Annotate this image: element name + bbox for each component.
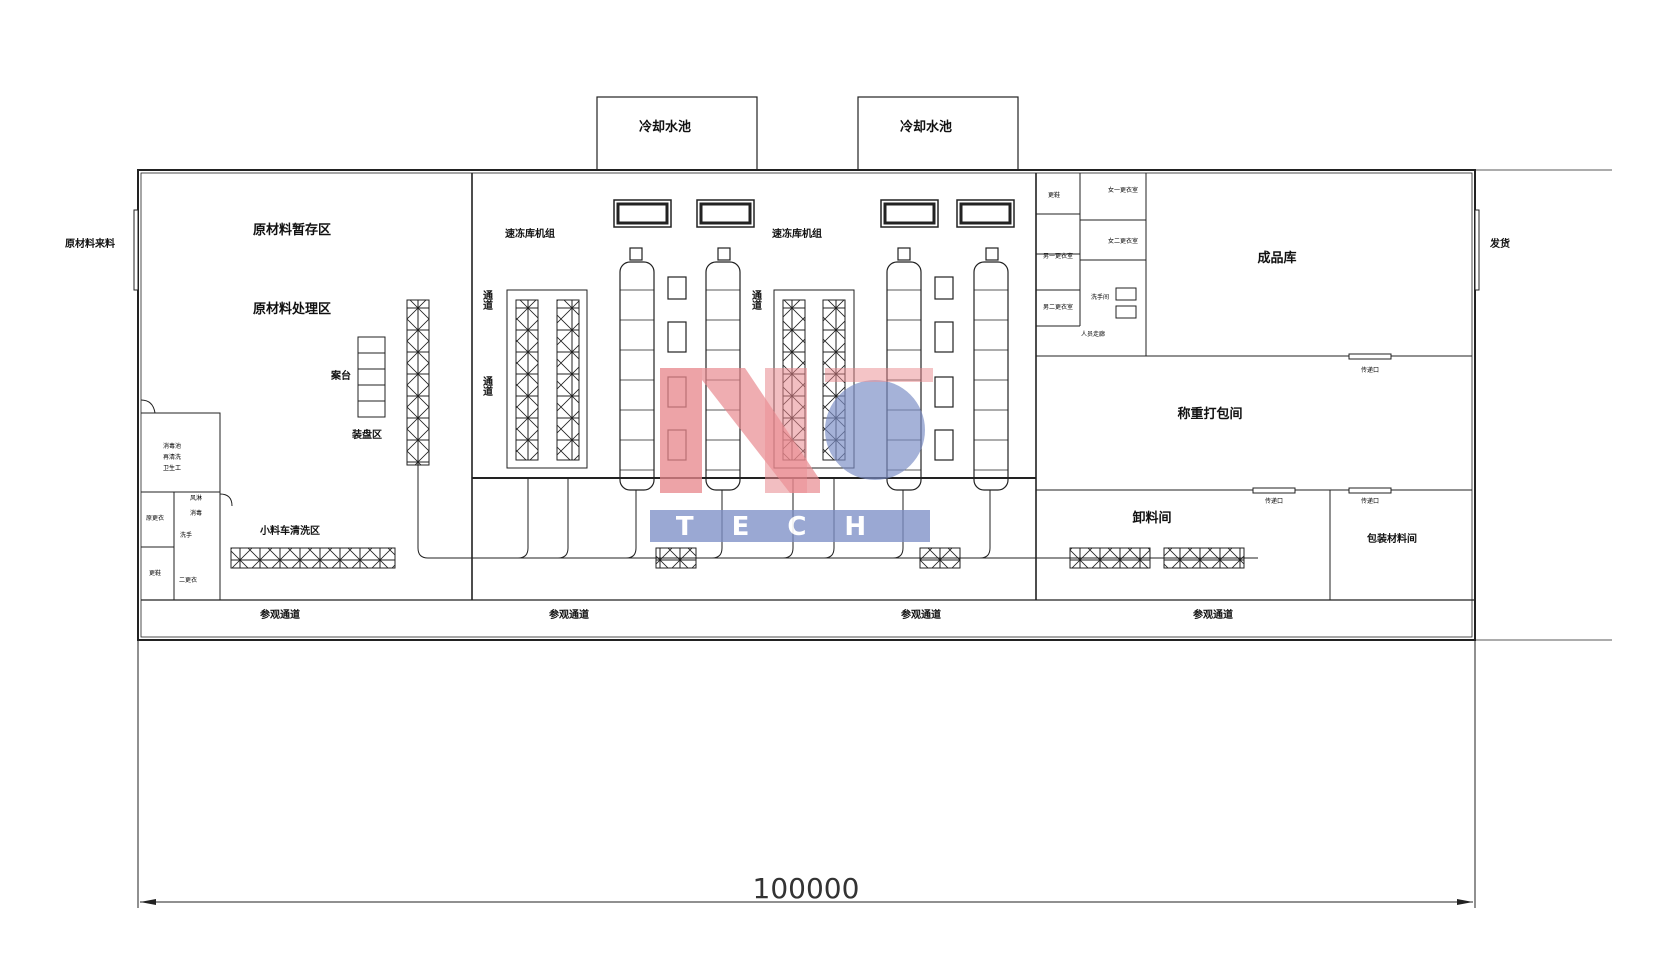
tray-rack bbox=[406, 299, 430, 466]
visitor-corridor-label: 参观通道 bbox=[549, 608, 589, 621]
male-changing-label: 男一更衣室 bbox=[1043, 252, 1073, 260]
logo-text: TECH bbox=[676, 512, 904, 542]
cooling-pool-label: 冷却水池 bbox=[639, 119, 691, 135]
packaging-materials-label: 包装材料间 bbox=[1367, 532, 1417, 545]
shipping-label: 发货 bbox=[1489, 237, 1510, 250]
male-changing-label: 男二更衣室 bbox=[1043, 303, 1073, 311]
female-changing-label: 女二更衣室 bbox=[1108, 237, 1138, 245]
aisle-label: 通道 bbox=[481, 376, 493, 397]
raw-material-processing-label: 原材料处理区 bbox=[253, 301, 331, 317]
finished-goods-zone: 更鞋 女一更衣室 女二更衣室 男一更衣室 男二更衣室 洗手间 人员走廊 成品库 … bbox=[1036, 173, 1472, 600]
visitor-corridor-label: 参观通道 bbox=[1193, 608, 1233, 621]
cooling-pool-left: 冷却水池 bbox=[596, 96, 758, 171]
svg-text:消毒: 消毒 bbox=[190, 509, 202, 517]
female-changing-label: 女一更衣室 bbox=[1108, 186, 1138, 194]
raw-material-storage-label: 原材料暂存区 bbox=[253, 222, 331, 238]
aisle-label: 通道 bbox=[481, 290, 493, 311]
svg-text:原更衣: 原更衣 bbox=[146, 514, 164, 522]
pass-window-label: 传递口 bbox=[1361, 366, 1379, 374]
svg-text:二更衣: 二更衣 bbox=[179, 576, 197, 584]
freezer-unit-label: 速冻库机组 bbox=[772, 227, 822, 240]
work-table: 案台 bbox=[330, 336, 386, 418]
compressor-units bbox=[613, 199, 1015, 228]
hand-wash-label: 洗手间 bbox=[1091, 293, 1109, 301]
visitor-corridor-label: 参观通道 bbox=[901, 608, 941, 621]
tray-loading-label: 装盘区 bbox=[351, 428, 382, 441]
aisle-label: 通道 bbox=[750, 290, 762, 311]
freezer-unit-label: 速冻库机组 bbox=[505, 227, 555, 240]
changing-label: 更鞋 bbox=[1048, 191, 1060, 199]
svg-text:洗手: 洗手 bbox=[180, 531, 192, 539]
dimension-line: 100000 bbox=[137, 640, 1476, 908]
dimension-value: 100000 bbox=[753, 872, 860, 905]
pass-window-label: 传递口 bbox=[1361, 497, 1379, 505]
staff-corridor-label: 人员走廊 bbox=[1081, 330, 1105, 338]
cooling-pool-right: 冷却水池 bbox=[857, 96, 1019, 171]
raw-material-inbound-label: 原材料来料 bbox=[65, 237, 115, 250]
svg-text:卫生工: 卫生工 bbox=[163, 464, 181, 472]
table-label: 案台 bbox=[330, 369, 351, 382]
svg-text:再清洗: 再清洗 bbox=[163, 453, 181, 461]
unloading-label: 卸料间 bbox=[1132, 510, 1171, 526]
svg-text:消毒池: 消毒池 bbox=[163, 442, 181, 450]
weigh-pack-label: 称重打包间 bbox=[1177, 406, 1242, 422]
cart-conveyor bbox=[230, 547, 396, 569]
svg-text:风淋: 风淋 bbox=[190, 494, 202, 502]
spiral-freezer-towers bbox=[619, 247, 1009, 491]
finished-storage-label: 成品库 bbox=[1257, 250, 1296, 266]
tech-watermark-logo: TECH bbox=[650, 368, 933, 542]
pass-window-label: 传递口 bbox=[1265, 497, 1283, 505]
cooling-pool-label: 冷却水池 bbox=[900, 119, 952, 135]
svg-text:更鞋: 更鞋 bbox=[149, 569, 161, 577]
building-outline bbox=[133, 169, 1612, 641]
cart-washing-label: 小料车清洗区 bbox=[259, 524, 320, 537]
raw-material-zone: 原材料暂存区 原材料处理区 案台 装盘区 消毒池 再清洗 卫生工 原更衣 风淋 bbox=[140, 222, 430, 600]
staff-rooms-left: 消毒池 再清洗 卫生工 原更衣 风淋 消毒 洗手 更鞋 二更衣 bbox=[140, 399, 233, 600]
visitor-corridor-label: 参观通道 bbox=[260, 608, 300, 621]
